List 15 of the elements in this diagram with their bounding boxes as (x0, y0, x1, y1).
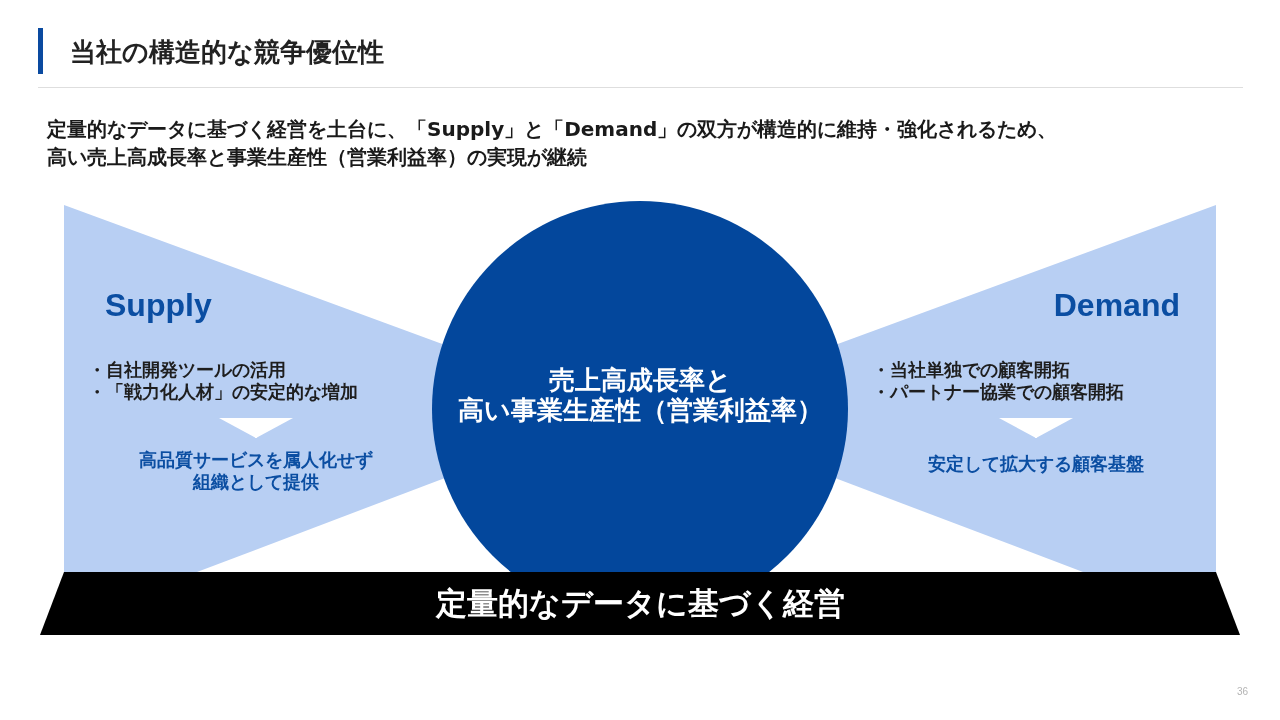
lead-text: 定量的なデータに基づく経営を土台に、「Supply」と「Demand」の双方が構造的に維持・強化されるため、高い売上高成長率と事業生産性（営業利益率）の実現が継続 (47, 116, 1058, 171)
slide-title: 当社の構造的な競争優位性 (70, 36, 384, 69)
bullet-item: ・当社単独での顧客開拓 (872, 359, 1070, 381)
down-arrow (219, 418, 293, 439)
page-number: 36 (1236, 685, 1248, 699)
section-heading: Demand (1053, 286, 1180, 325)
result-text: 安定して拡大する顧客基盤 (928, 453, 1144, 475)
result-text: 高品質サービスを属人化せず組織として提供 (139, 449, 373, 493)
bullet-item: ・パートナー協業での顧客開拓 (872, 381, 1124, 403)
bullet-item: ・自社開発ツールの活用 (88, 359, 286, 381)
down-arrow (999, 418, 1073, 439)
section-heading: Supply (105, 286, 212, 325)
circle-text: 売上高成長率と高い事業生産性（営業利益率） (457, 365, 823, 425)
banner-text: 定量的なデータに基づく経営 (435, 584, 845, 623)
bullet-item: ・「戦力化人材」の安定的な増加 (88, 381, 358, 403)
